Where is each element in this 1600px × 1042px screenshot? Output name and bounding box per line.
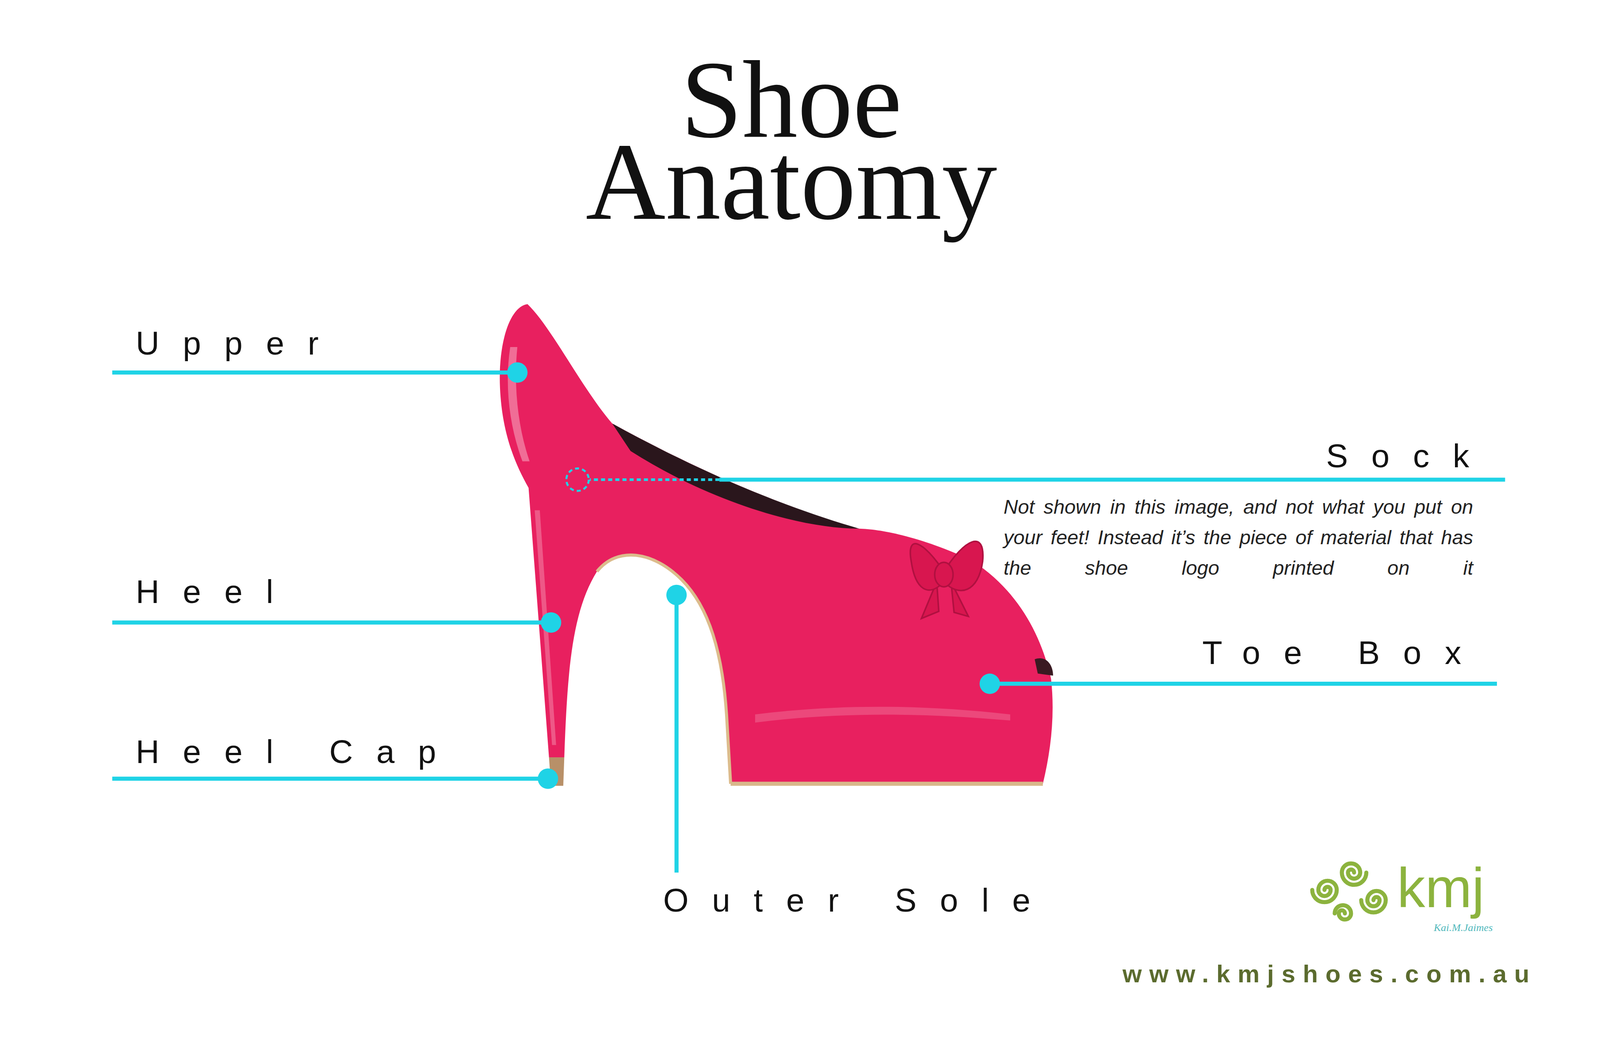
part-label: Outer Sole bbox=[663, 884, 1054, 917]
shoe-lining bbox=[612, 423, 860, 529]
part-label: Upper bbox=[135, 327, 343, 360]
note-text: Not shown in this image, and not what yo… bbox=[1003, 491, 1474, 584]
part-label: Toe Box bbox=[1202, 636, 1485, 670]
website-url: www.kmjshoes.com.au bbox=[1122, 961, 1537, 987]
logo-tagline: Kai.M.Jaimes bbox=[1433, 922, 1493, 933]
shoe-highlight bbox=[755, 706, 1011, 723]
shoe-body bbox=[499, 304, 1053, 784]
logo-text: kmj bbox=[1397, 859, 1485, 917]
peep-toe bbox=[1034, 658, 1054, 676]
logo-spirals bbox=[1312, 863, 1386, 920]
leader-lines bbox=[112, 362, 1505, 873]
sole-edge bbox=[596, 554, 731, 784]
diagram-title: Shoe Anatomy bbox=[537, 58, 1046, 223]
part-label: Heel bbox=[135, 575, 297, 609]
sole-edge bbox=[730, 781, 1043, 786]
bow bbox=[910, 541, 983, 619]
part-label: Heel Cap bbox=[135, 735, 460, 769]
part-label: Sock bbox=[1325, 439, 1493, 473]
